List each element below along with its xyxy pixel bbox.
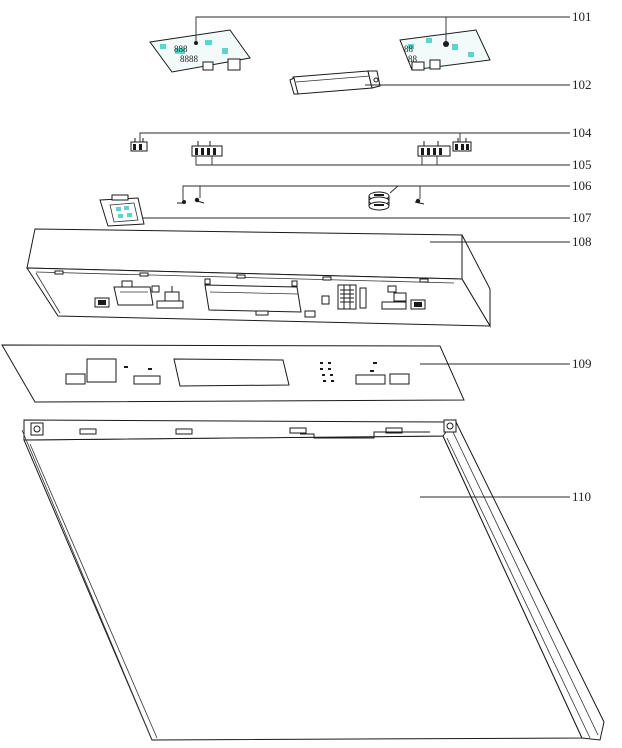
leader-101: 101	[195, 9, 592, 44]
callout-106: 106	[572, 178, 592, 193]
leader-108: 108	[430, 234, 592, 249]
part-105-connectors	[191, 141, 451, 157]
callout-109: 109	[572, 356, 592, 371]
part-104-clips	[130, 138, 472, 152]
clip-left	[130, 138, 148, 152]
leader-109: 109	[420, 356, 592, 371]
callout-107: 107	[572, 210, 592, 225]
leader-104: 104	[139, 125, 592, 142]
leader-106: 106	[182, 178, 592, 200]
leader-110: 110	[420, 489, 591, 504]
part-101-left-pcb: 888 8888	[149, 29, 251, 73]
spring-coil	[368, 191, 390, 211]
screw-1	[177, 200, 186, 204]
key-grid	[337, 284, 357, 310]
screw-3	[414, 198, 425, 205]
dot-grid	[320, 362, 334, 382]
part-106-fasteners	[177, 191, 425, 211]
callout-108: 108	[572, 234, 592, 249]
svg-text:88: 88	[408, 54, 418, 64]
clip-right	[452, 138, 472, 152]
part-109-decor-panel	[1, 344, 465, 403]
callout-101: 101	[572, 9, 592, 24]
part-107-button-cover	[99, 194, 145, 227]
svg-text:8888: 8888	[180, 54, 199, 64]
part-110-door-panel	[21, 419, 605, 741]
svg-text:888: 888	[174, 44, 188, 54]
connector-right	[417, 141, 451, 157]
screw-2	[194, 197, 205, 204]
part-108-control-panel	[26, 228, 491, 328]
part-101-right-pcb: 88 88	[399, 29, 491, 71]
callout-102: 102	[572, 77, 592, 92]
leader-107: 107	[142, 210, 592, 225]
callout-105: 105	[572, 157, 592, 172]
leader-102: 102	[365, 77, 592, 92]
callout-110: 110	[572, 489, 591, 504]
leader-105: 105	[195, 156, 592, 172]
callout-104: 104	[572, 125, 592, 140]
connector-left	[191, 141, 223, 157]
part-102-display-module	[289, 70, 381, 95]
svg-text:88: 88	[404, 44, 414, 54]
